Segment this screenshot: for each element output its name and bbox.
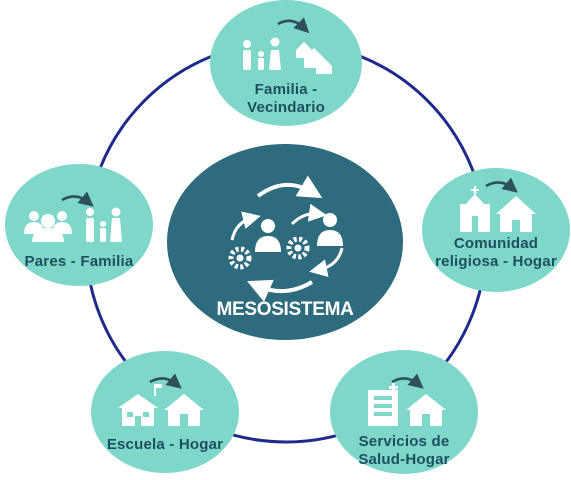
node-label-line-1: Pares - Familia [25, 253, 134, 270]
center-label: MESOSISTEMA [216, 299, 354, 320]
node-label-line-1: Servicios de [359, 433, 450, 450]
peers-to-family-icon [24, 191, 122, 242]
node-familia-vecindario: Familia - Vecindario [210, 0, 362, 126]
node-label-line-1: Escuela - Hogar [107, 436, 223, 453]
node-pares-familia: Pares - Familia [5, 164, 153, 286]
node-label-line-2: Vecindario [247, 99, 325, 116]
church-to-home-icon [460, 177, 536, 232]
hospital-to-home-icon [368, 373, 446, 426]
school-to-home-icon [118, 373, 204, 426]
family-to-neighborhood-icon [243, 17, 332, 74]
node-label-line-2: religiosa - Hogar [435, 253, 557, 270]
node-label-line-1: Comunidad [454, 235, 538, 252]
node-servicios-salud-hogar: Servicios de Salud-Hogar [330, 350, 478, 474]
node-escuela-hogar: Escuela - Hogar [91, 351, 239, 473]
node-label-line-2: Salud-Hogar [358, 451, 449, 468]
interacting-people-gears-icon [228, 175, 344, 302]
center-node: MESOSISTEMA [167, 144, 403, 340]
node-label-line-1: Familia - [255, 81, 318, 98]
node-comunidad-religiosa-hogar: Comunidad religiosa - Hogar [422, 168, 570, 292]
